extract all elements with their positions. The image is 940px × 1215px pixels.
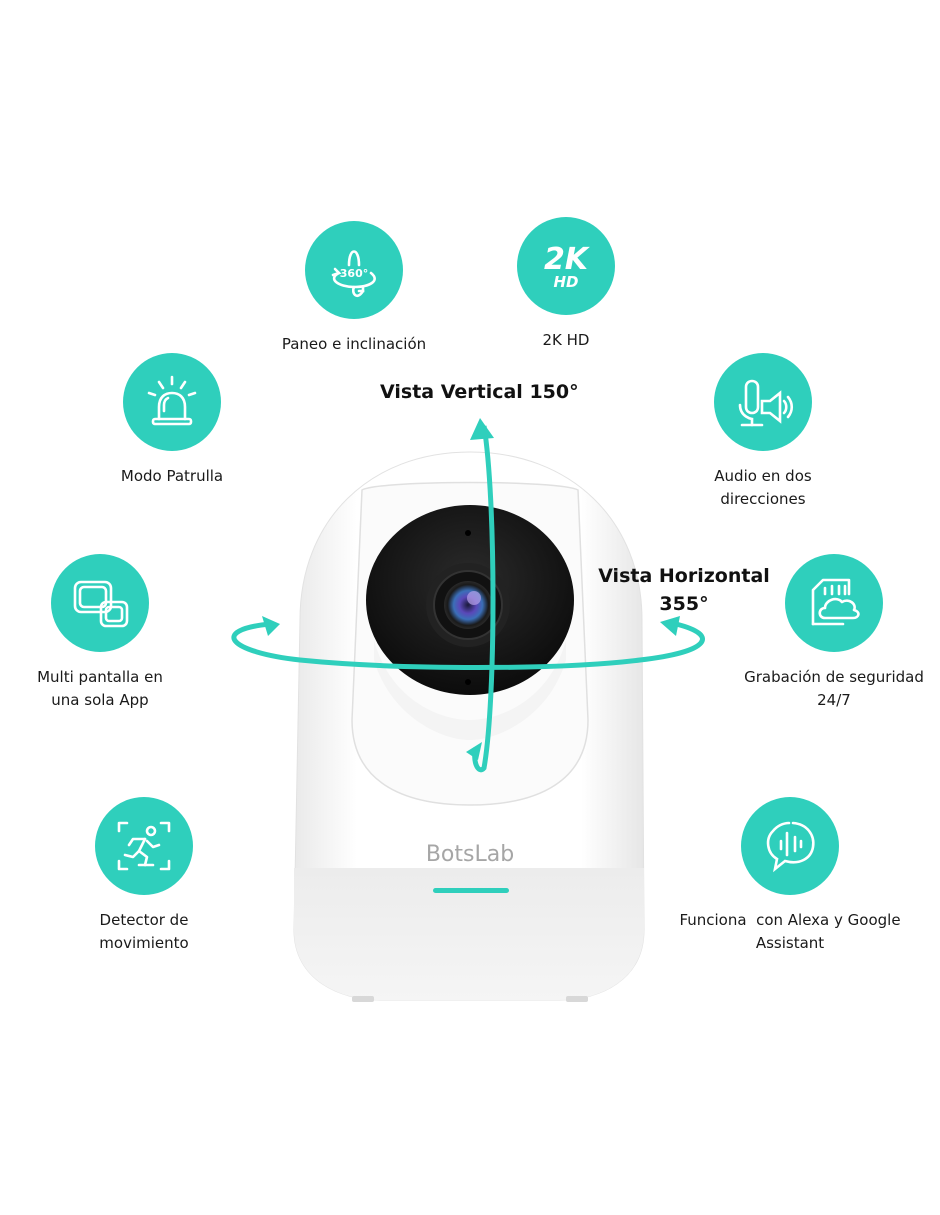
horizontal-view-callout-line1: Vista Horizontal [598,565,770,587]
feature-label: Multi pantalla en una sola App [37,668,163,709]
feature-2k-hd: 2K HD 2K HD [468,217,664,352]
vertical-view-callout: Vista Vertical 150° [380,381,579,403]
feature-pan-tilt: 360° Paneo e inclinación [256,221,452,356]
feature-motion-detection: Detector de movimiento [46,797,242,955]
two-way-audio-icon [714,353,812,451]
feature-label: Funciona con Alexa y Google Assistant [679,911,901,952]
feature-label: Detector de movimiento [99,911,189,952]
feature-label: Audio en dos direcciones [714,467,812,508]
pan-tilt-360-icon: 360° [305,221,403,319]
feature-two-way-audio: Audio en dos direcciones [665,353,861,511]
svg-text:360°: 360° [340,267,368,280]
horizontal-view-callout: Vista Horizontal 355° [594,562,774,618]
feature-voice-assistant: Funciona con Alexa y Google Assistant [672,797,908,955]
feature-label: Paneo e inclinación [281,335,427,353]
feature-patrol-mode: Modo Patrulla [74,353,270,488]
feature-label: Grabación de seguridad 24/7 [744,668,924,709]
voice-assistant-icon [741,797,839,895]
motion-detection-icon [95,797,193,895]
multi-screen-icon [51,554,149,652]
svg-text:2K: 2K [544,242,591,277]
feature-label: 2K HD [542,331,590,349]
sd-cloud-icon [785,554,883,652]
feature-label: Modo Patrulla [120,467,224,485]
feature-multi-screen: Multi pantalla en una sola App [0,554,200,712]
brand-logo: BotsLab [426,842,514,867]
horizontal-view-callout-line2: 355° [659,593,709,615]
2k-hd-icon: 2K HD [517,217,615,315]
siren-icon [123,353,221,451]
svg-text:HD: HD [553,273,578,291]
feature-24-7-recording: Grabación de seguridad 24/7 [736,554,932,712]
